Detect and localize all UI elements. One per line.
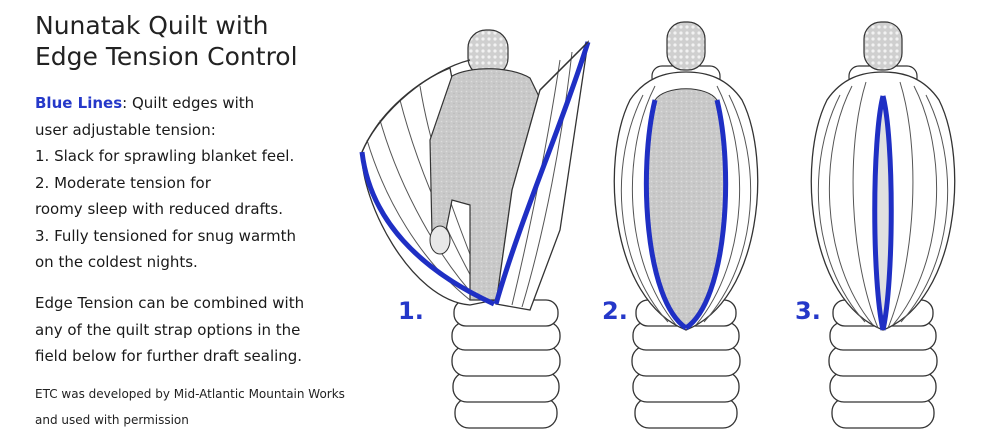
figure-2-moderate bbox=[613, 21, 759, 429]
figure-number-1: 1. bbox=[398, 297, 424, 325]
credit-line-2: and used with permission bbox=[35, 413, 189, 427]
legend-block: Blue Lines: Quilt edges with user adjust… bbox=[35, 90, 355, 276]
combine-line-3: field below for further draft sealing. bbox=[35, 347, 303, 365]
step-1: 1. Slack for sprawling blanket feel. bbox=[35, 147, 295, 165]
combine-line-2: any of the quilt strap options in the bbox=[35, 320, 301, 339]
legend-line-2: user adjustable tension: bbox=[35, 120, 216, 139]
combine-line-1: Edge Tension can be combined with bbox=[35, 294, 305, 312]
legend-key-text: : Quilt edges with bbox=[122, 94, 255, 112]
credit-line-1: ETC was developed by Mid-Atlantic Mounta… bbox=[35, 387, 345, 401]
step-2-cont: roomy sleep with reduced drafts. bbox=[35, 200, 283, 218]
title-line-2: Edge Tension Control bbox=[35, 42, 298, 71]
figure-number-3: 3. bbox=[795, 297, 821, 325]
combine-paragraph: Edge Tension can be combined with any of… bbox=[35, 290, 304, 370]
figure-number-2: 2. bbox=[602, 297, 628, 325]
legend-line: Blue Lines: Quilt edges with bbox=[35, 90, 355, 117]
page-title: Nunatak Quilt with Edge Tension Control bbox=[35, 10, 298, 72]
sleeper-figure-1 bbox=[429, 29, 553, 301]
figure-1-slack bbox=[359, 29, 591, 429]
credit-note: ETC was developed by Mid-Atlantic Mounta… bbox=[35, 381, 345, 433]
step-3-cont: on the coldest nights. bbox=[35, 253, 198, 271]
figure-3-tensioned bbox=[810, 21, 956, 429]
title-line-1: Nunatak Quilt with bbox=[35, 11, 269, 40]
step-3: 3. Fully tensioned for snug warmth bbox=[35, 226, 297, 245]
step-2: 2. Moderate tension for bbox=[35, 173, 211, 192]
legend-key-label: Blue Lines bbox=[35, 94, 123, 112]
